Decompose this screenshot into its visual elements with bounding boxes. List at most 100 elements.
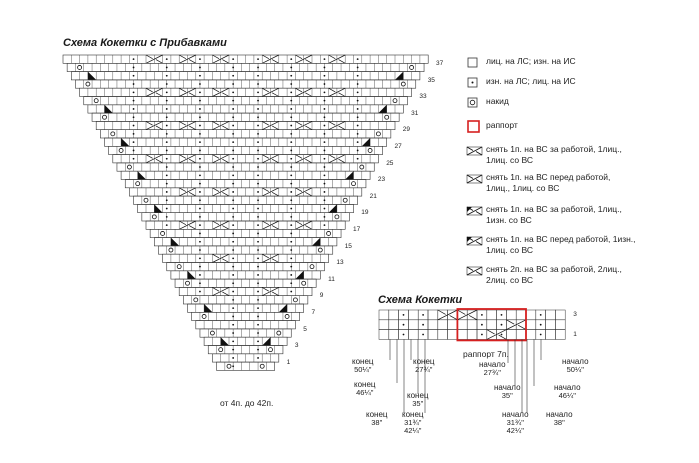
purl-dot [290, 66, 293, 69]
purl-dot [257, 348, 259, 351]
purl-dot [232, 257, 235, 260]
cable-cross-icon [262, 87, 279, 97]
purl-dot [290, 257, 293, 260]
cross-knit-icon [204, 304, 213, 313]
purl-dot [232, 298, 235, 301]
purl-dot [356, 124, 359, 127]
purl-dot [132, 74, 135, 77]
purl-dot [132, 149, 135, 152]
legend-text: снять 1п. на ВС перед работой, 1лиц., 1л… [486, 172, 611, 193]
small-chart-cell [447, 319, 458, 330]
cross-knit-icon [87, 71, 97, 80]
cross-knit-icon [361, 138, 371, 147]
purl-dot [132, 132, 135, 135]
purl-dot [165, 166, 168, 168]
purl-dot [323, 182, 326, 185]
purl-dot [165, 157, 168, 160]
cross-2-2-icon [466, 266, 483, 276]
legend-text: снять 1п. на ВС за работой, 1лиц., 1изн.… [486, 204, 622, 225]
purl-dot [232, 149, 235, 152]
size-label-size: 50¼" [354, 365, 372, 374]
purl-dot [165, 182, 168, 185]
purl-dot [199, 232, 201, 235]
purl-dot [257, 132, 259, 135]
yarn-over-circle-icon [85, 81, 91, 87]
row-number: 5 [303, 325, 307, 333]
purl-dot [356, 108, 359, 110]
purl-dot [257, 323, 259, 326]
cross-knit-icon [328, 204, 337, 213]
purl-dot [199, 91, 201, 94]
purl-dot [356, 74, 359, 77]
cross-knit-icon [137, 171, 146, 180]
purl-dot [323, 224, 326, 227]
cable-cross-icon [295, 54, 313, 64]
cable-cross-icon [262, 287, 279, 297]
cable-cross-icon [212, 187, 230, 197]
legend-text: снять 1п. на ВС за работой, 1лиц., 1лиц.… [486, 144, 622, 165]
purl-dot [290, 58, 293, 61]
small-chart-cell [378, 329, 390, 340]
purl-dot [199, 274, 201, 276]
purl-dot [132, 66, 135, 69]
yarn-over-circle-icon [326, 231, 332, 236]
size-label-size: 50¼" [566, 365, 584, 374]
small-chart-cell [457, 309, 468, 321]
yarn-over-circle-icon [359, 164, 365, 170]
small-chart-cell [555, 309, 566, 321]
purl-dot [290, 282, 293, 285]
row-number: 19 [361, 209, 369, 217]
purl-dot [290, 99, 293, 102]
small-chart-cell [486, 309, 497, 321]
purl-dot [290, 174, 293, 177]
cable-cross-icon [179, 54, 196, 64]
purl-dot [323, 207, 326, 210]
cable-cross-icon [212, 253, 230, 263]
purl-dot [165, 116, 168, 119]
small-row-number: 1 [573, 330, 577, 338]
cable-cross-icon [262, 220, 279, 230]
cross-knit-icon [170, 237, 180, 246]
purl-dot [132, 99, 135, 102]
cross-right-knit-icon [466, 206, 483, 216]
purl-dot [356, 116, 359, 119]
small-chart-cell [408, 329, 419, 340]
purl-dot [290, 141, 293, 144]
purl-dot [356, 141, 359, 144]
chart-row [108, 146, 383, 155]
purl-dot [290, 290, 293, 293]
purl-dot [290, 91, 293, 94]
cable-cross-icon [262, 253, 279, 263]
row-number: 3 [294, 342, 299, 350]
size-label-word: конец [354, 380, 376, 389]
chart-row [199, 328, 292, 338]
legend-item: снять 1п. на ВС за работой, 1лиц., 1лиц.… [466, 144, 666, 168]
purl-dot [257, 116, 259, 119]
legend-text: лиц. на ЛС; изн. на ИС [486, 56, 576, 66]
purl-dot [199, 257, 201, 260]
purl-dot [323, 99, 326, 102]
purl-dot [232, 174, 235, 177]
yarn-over-circle-icon [409, 65, 415, 70]
yarn-over-circle-icon [292, 297, 298, 303]
legend-item: раппорт [466, 120, 666, 144]
purl-dot [165, 124, 168, 127]
purl-dot [132, 116, 135, 119]
purl-dot [232, 91, 235, 94]
purl-dot [257, 340, 259, 343]
purl-dot [232, 274, 235, 276]
yarn-over-circle-icon [317, 247, 323, 253]
cable-cross-icon [145, 87, 163, 97]
purl-dot [323, 74, 326, 77]
purl-dot [132, 91, 135, 94]
purl-dot [232, 265, 235, 268]
purl-dot [257, 257, 259, 260]
cable-cross-icon [179, 121, 196, 131]
purl-dot [422, 314, 424, 316]
purl-dot [232, 224, 235, 227]
cable-cross-icon [179, 87, 196, 97]
purl-dot [257, 99, 259, 102]
purl-dot [356, 91, 359, 94]
